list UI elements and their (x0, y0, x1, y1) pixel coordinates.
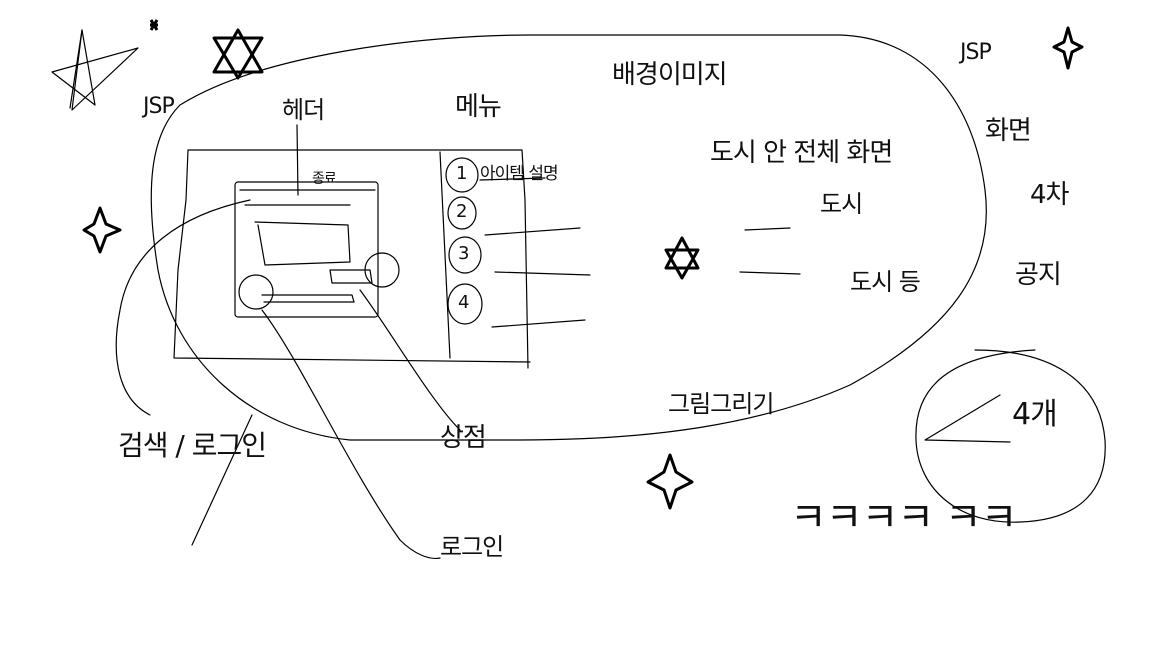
big-oval-outline (150, 34, 987, 441)
frame-divider (439, 151, 451, 359)
menu-number-3: 3 (458, 243, 469, 264)
label-background-image: 배경이미지 (612, 60, 728, 90)
label-panel-quick: 종료 (312, 171, 337, 187)
panel-content-box (254, 221, 351, 266)
panel-right-circle (364, 252, 400, 288)
slash-line (191, 414, 253, 546)
menu-circle-1 (445, 157, 479, 193)
connector-left (115, 199, 251, 416)
menu-circle-2 (447, 196, 477, 230)
label-side-text-1: 도시 (820, 190, 863, 218)
right-circle-mark (924, 394, 1011, 443)
label-bottom-left: 검색 / 로그인 (118, 429, 267, 462)
label-header: 헤더 (282, 96, 325, 124)
header-pointer (296, 124, 299, 196)
asterisk-icon (149, 19, 159, 31)
equals-sign (739, 227, 801, 275)
label-jsp-right: JSP (960, 40, 992, 65)
label-side-text-2: 도시 등 (850, 268, 921, 296)
panel-left-circle (238, 274, 274, 310)
right-circle (915, 349, 1106, 523)
label-login: 로그인 (440, 533, 504, 561)
inner-panel (234, 181, 379, 318)
label-menu: 메뉴 (455, 92, 502, 122)
menu-lines (479, 177, 591, 328)
hexagram-icon (212, 28, 264, 80)
label-laughter: ㅋㅋㅋㅋ ㅋㅋ (790, 495, 1018, 541)
panel-input-bar (329, 269, 373, 284)
label-shop: 상점 (440, 423, 487, 453)
menu-number-2: 2 (456, 201, 467, 222)
label-jsp-left: JSP (143, 94, 175, 119)
screen-frame (173, 149, 531, 369)
label-main-screen-note: 도시 안 전체 화면 (710, 138, 893, 168)
label-choice-number: 4개 (1012, 397, 1058, 432)
label-fourth-choice: 4차 (1030, 180, 1069, 210)
panel-header-bar (239, 189, 376, 206)
sparkle-icon (82, 206, 122, 254)
label-screen-right: 화면 (985, 116, 1032, 146)
menu-number-1: 1 (456, 163, 467, 184)
pentagram-icon (51, 29, 139, 111)
menu-number-4: 4 (458, 292, 469, 313)
sparkle-icon (646, 453, 694, 510)
sparkle-icon (1052, 26, 1084, 70)
label-bottom-middle: 그림그리기 (668, 390, 774, 418)
menu-circle-3 (448, 236, 482, 274)
menu-circle-4 (447, 283, 483, 325)
label-item-detail: 아이템 설명 (480, 164, 559, 184)
panel-footer-bar (261, 294, 355, 303)
connector-to-item (261, 309, 441, 560)
hexagram-icon (664, 236, 700, 280)
label-board: 공지 (1015, 260, 1062, 290)
connector-to-quit (359, 289, 461, 431)
